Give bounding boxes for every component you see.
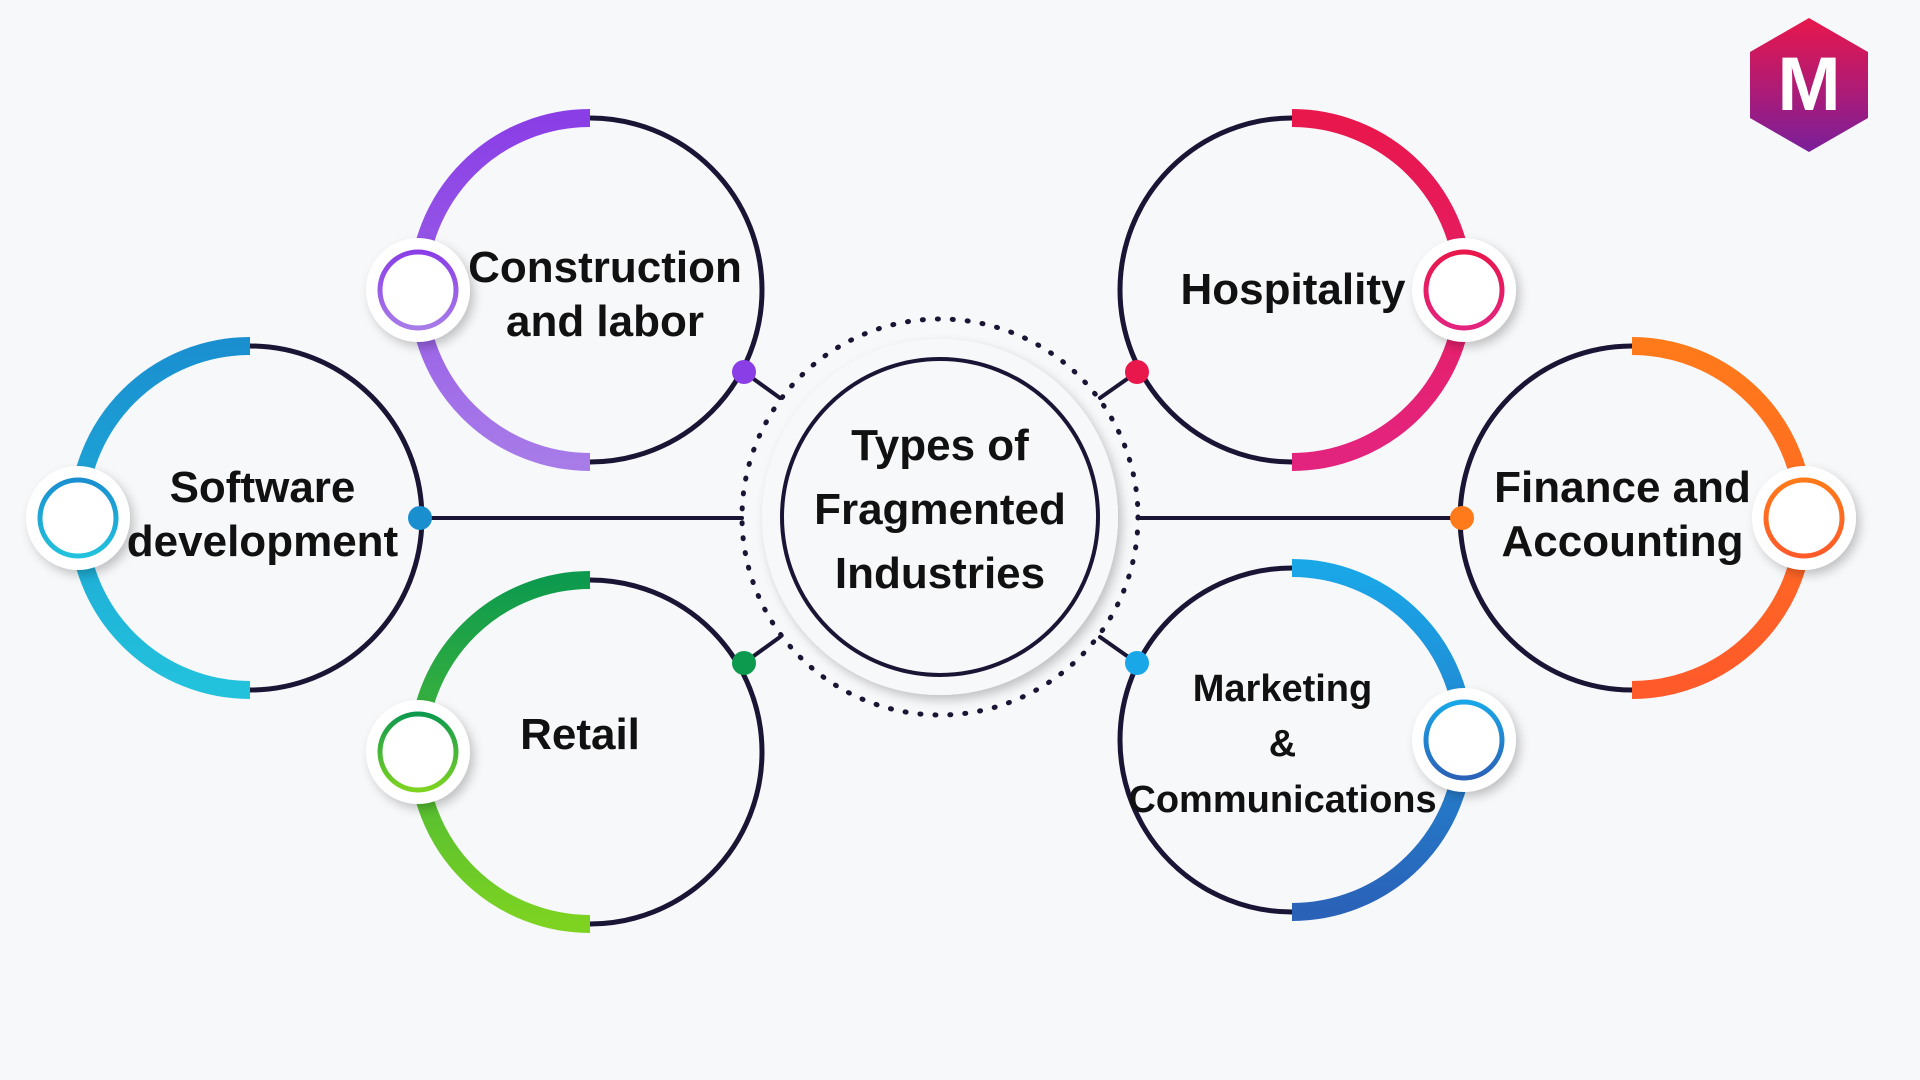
node-software-development bbox=[26, 337, 432, 699]
node-retail bbox=[366, 571, 765, 933]
center-title-line: Types of bbox=[851, 421, 1029, 471]
node-label-line: and labor bbox=[505, 297, 705, 346]
node-finance-and-accounting bbox=[1450, 337, 1856, 699]
node-label-construction-and-labor: Construction and labor bbox=[455, 225, 755, 365]
center-title: Types of Fragmented Industries bbox=[780, 395, 1100, 625]
node-badge-ring-icon bbox=[377, 249, 459, 331]
node-badge-ring-icon bbox=[1423, 699, 1505, 781]
node-connector-dot bbox=[1450, 506, 1474, 530]
category-nodes bbox=[26, 109, 1856, 933]
node-hospitality bbox=[1117, 109, 1516, 471]
node-badge-ring-icon bbox=[1763, 477, 1845, 559]
node-label-line: Retail bbox=[520, 710, 640, 760]
node-label-retail: Retail bbox=[480, 695, 680, 775]
center-title-line: Fragmented bbox=[814, 485, 1066, 535]
center-title-line: Industries bbox=[834, 548, 1046, 598]
node-outline-arc bbox=[589, 115, 765, 465]
node-construction-and-labor bbox=[366, 109, 765, 471]
logo-hexagon-shape bbox=[1750, 18, 1868, 152]
node-label-line: development bbox=[126, 517, 399, 566]
node-label-line: Software bbox=[169, 463, 356, 513]
node-connector-dot bbox=[1125, 360, 1149, 384]
center-circle bbox=[780, 357, 1100, 677]
node-label-finance-and-accounting: Finance and Accounting bbox=[1485, 445, 1760, 585]
center-dotted-ring bbox=[739, 316, 1141, 718]
node-connector-dot bbox=[1125, 651, 1149, 675]
node-badge-ring-icon bbox=[37, 477, 119, 559]
node-label-line: Hospitality bbox=[1180, 265, 1406, 315]
node-connector-dot bbox=[732, 360, 756, 384]
node-label-line: Finance and bbox=[1494, 463, 1751, 513]
node-outline-arc bbox=[589, 577, 765, 927]
node-label-hospitality: Hospitality bbox=[1168, 250, 1418, 330]
node-label-software-development: Software development bbox=[120, 445, 405, 585]
node-badge-ring-icon bbox=[377, 711, 459, 793]
node-outline-arc bbox=[1117, 565, 1293, 915]
node-label-marketing-and-communications: Marketing & Communications bbox=[1120, 660, 1445, 830]
brand-logo: M bbox=[1750, 18, 1868, 152]
node-badge-ring-icon bbox=[1423, 249, 1505, 331]
node-outline-arc bbox=[1117, 115, 1293, 465]
node-label-line: Accounting bbox=[1501, 517, 1744, 566]
node-label-line: Communications bbox=[1128, 778, 1437, 821]
node-marketing-and-communications bbox=[1117, 559, 1516, 921]
node-label-line: & bbox=[1268, 723, 1297, 766]
node-connector-dot bbox=[732, 651, 756, 675]
node-label-line: Marketing bbox=[1192, 668, 1373, 711]
center-node bbox=[739, 316, 1141, 718]
logo-letter: M bbox=[1777, 42, 1840, 127]
node-label-line: Construction bbox=[468, 243, 742, 293]
node-connector-dot bbox=[408, 506, 432, 530]
